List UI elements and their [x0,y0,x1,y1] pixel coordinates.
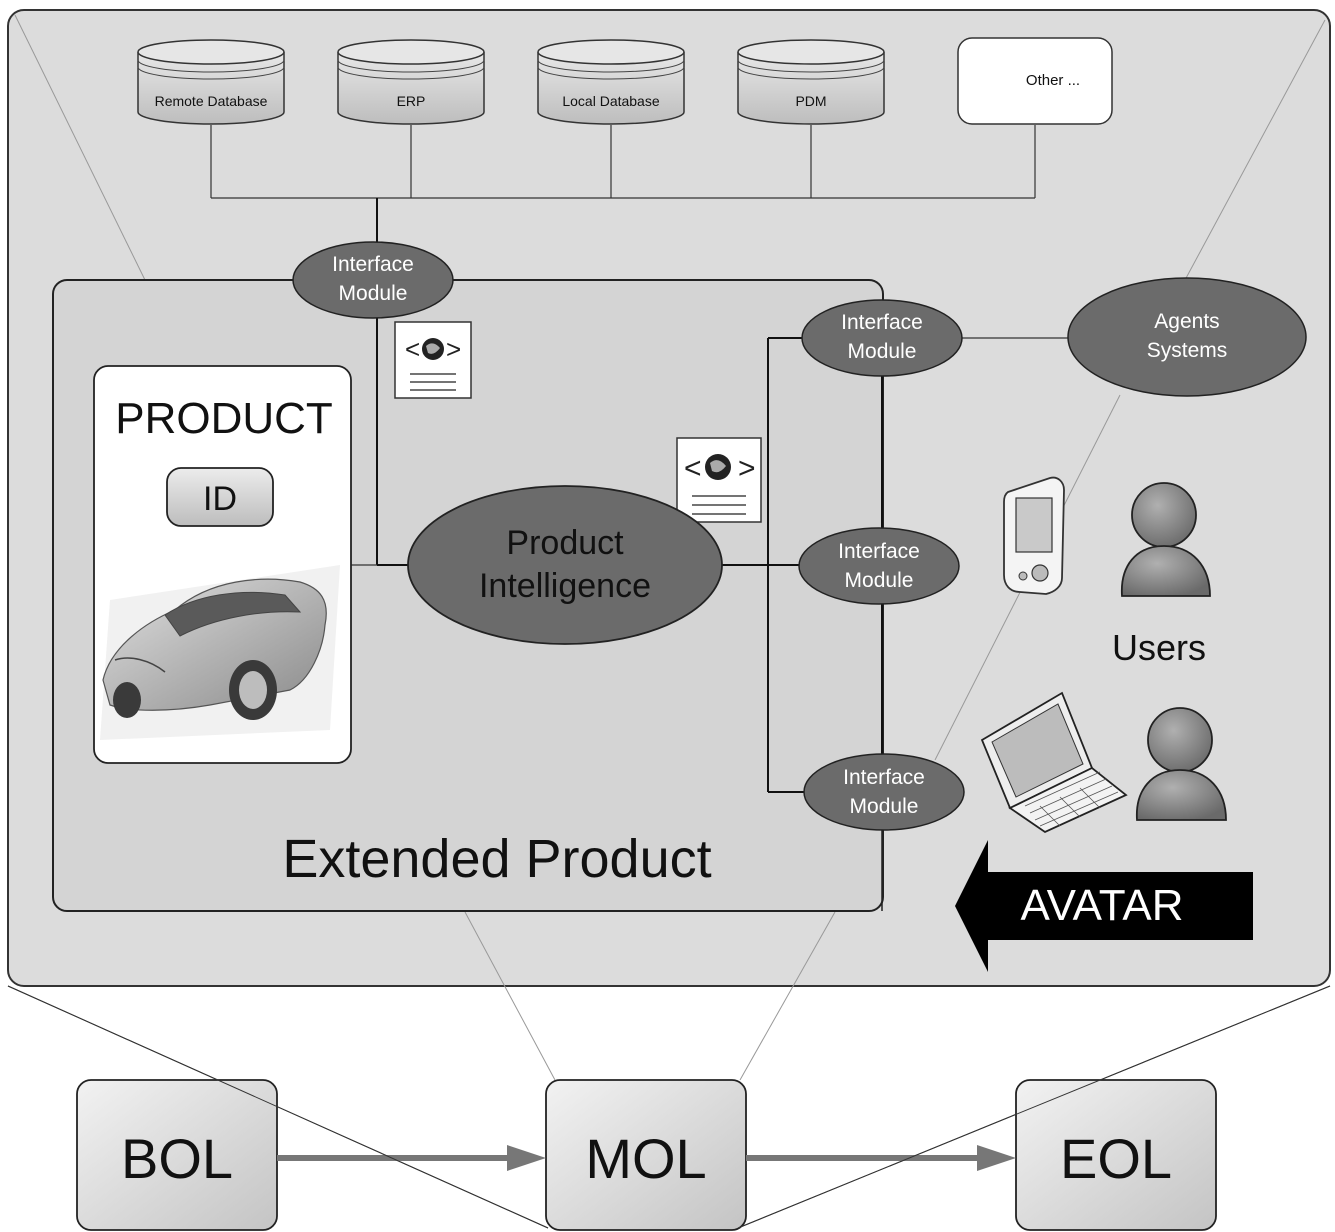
product-id-label: ID [203,480,237,518]
user-icon [1121,482,1211,597]
users-label: Users [1112,627,1206,668]
svg-text:Interface: Interface [838,540,920,563]
svg-text:Module: Module [848,340,917,363]
product-id-badge [166,467,274,527]
svg-text:Module: Module [850,795,919,818]
lifecycle-eol: EOL [1015,1079,1217,1231]
svg-text:Module: Module [339,282,408,305]
arrow-head [507,1145,546,1171]
svg-text:>: > [738,452,756,485]
database-label: PDM [795,93,826,109]
extended-product-label: Extended Product [282,829,711,889]
agents-systems: Agents Systems [1067,277,1307,397]
database-label: ERP [397,93,426,109]
svg-text:Systems: Systems [1147,339,1228,362]
svg-text:Module: Module [845,569,914,592]
svg-text:>: > [446,334,461,364]
svg-text:EOL: EOL [1060,1127,1172,1190]
svg-text:Interface: Interface [841,311,923,334]
lifecycle-bol: BOL [76,1079,278,1231]
svg-text:Product: Product [506,524,624,562]
lifecycle-projection-lines-front [7,985,1331,1229]
interface-module: Interface Module [803,753,965,831]
product-intelligence: Product Intelligence [407,485,723,645]
arrow-head [977,1145,1016,1171]
svg-text:Intelligence: Intelligence [479,567,651,605]
other-box [957,37,1113,125]
avatar-label: AVATAR [1021,881,1184,930]
avatar-banner: AVATAR [955,840,1253,972]
database-cylinder: PDM [737,39,885,125]
pi-connectors [376,318,883,793]
svg-text:Interface: Interface [843,766,925,789]
svg-text:Agents: Agents [1154,310,1219,333]
svg-text:MOL: MOL [585,1127,706,1190]
database-cylinder: Remote Database [137,39,285,125]
pda-icon [1003,476,1065,595]
database-cylinder: ERP [337,39,485,125]
interface-module: Interface Module [798,527,960,605]
svg-text:<: < [684,452,702,485]
product-title: PRODUCT [115,394,333,443]
laptop-icon [980,691,1128,834]
svg-text:<: < [405,334,420,364]
database-connectors [210,125,1036,199]
user-icon [1136,707,1227,821]
database-label: Local Database [562,93,660,109]
lifecycle-mol: MOL [545,1079,747,1231]
interface-module: Interface Module [292,241,454,319]
database-cylinder: Local Database [537,39,685,125]
database-label: Remote Database [155,93,268,109]
other-box-label: Other ... [1026,72,1080,89]
svg-text:Interface: Interface [332,253,414,276]
web-document-icon: < > [676,437,762,523]
web-document-icon: < > [394,321,472,399]
svg-text:BOL: BOL [121,1127,233,1190]
car-image [100,565,340,740]
interface-module: Interface Module [801,299,963,377]
